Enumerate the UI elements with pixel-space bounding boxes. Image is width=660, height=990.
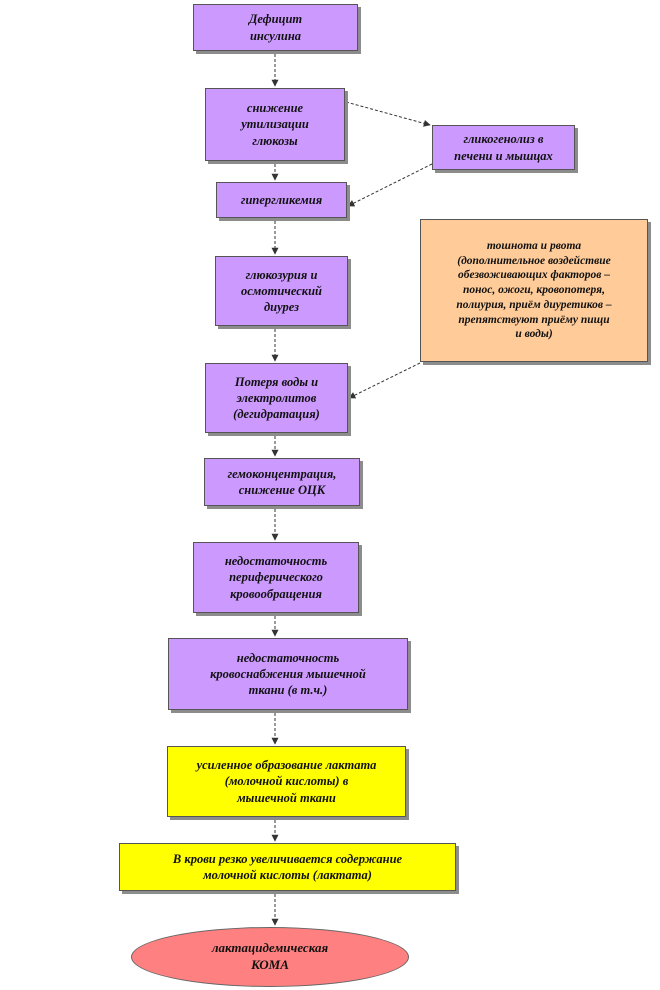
node-water-loss: Потеря воды и электролитов (дегидратация… <box>205 363 348 433</box>
arrow-nausea-to-water-loss <box>348 362 421 399</box>
node-hyperglycemia-label: гипергликемия <box>240 192 323 207</box>
node-glucose-utilization-label: снижение утилизации глюкозы <box>241 101 309 148</box>
arrow-glycogenolysis-to-hyperglycemia <box>347 163 433 207</box>
node-glucose-utilization: снижение утилизации глюкозы <box>205 88 345 161</box>
node-nausea-vomiting-label: тошнота и рвота (дополнительное воздейст… <box>456 239 612 341</box>
node-peripheral-insufficiency-label: недостаточность периферического кровообр… <box>224 554 328 601</box>
node-lactate-formation: усиленное образование лактата (молочной … <box>167 746 406 817</box>
node-lactic-coma-label: лактацидемическая КОМА <box>211 940 329 972</box>
node-muscle-blood-supply: недостаточность кровоснабжения мышечной … <box>168 638 408 710</box>
node-insulin-deficit: Дефицит инсулина <box>193 4 358 51</box>
node-peripheral-insufficiency: недостаточность периферического кровообр… <box>193 542 359 613</box>
node-glucosuria: глюкозурия и осмотический диурез <box>215 256 348 326</box>
node-lactate-formation-label: усиленное образование лактата (молочной … <box>196 758 377 805</box>
node-muscle-blood-supply-label: недостаточность кровоснабжения мышечной … <box>210 650 366 698</box>
node-glycogenolysis-label: гликогенолиз в печени и мышцах <box>454 132 553 163</box>
node-nausea-vomiting: тошнота и рвота (дополнительное воздейст… <box>420 219 648 362</box>
node-hemoconcentration: гемоконцентрация, снижение ОЦК <box>204 458 360 506</box>
arrow-utilization-to-glycogenolysis <box>345 101 431 127</box>
node-hyperglycemia: гипергликемия <box>216 182 347 218</box>
node-hemoconcentration-label: гемоконцентрация, снижение ОЦК <box>227 466 337 497</box>
node-blood-lactate: В крови резко увеличивается содержание м… <box>119 843 456 891</box>
node-lactic-coma: лактацидемическая КОМА <box>131 927 409 987</box>
node-glucosuria-label: глюкозурия и осмотический диурез <box>240 267 323 315</box>
node-blood-lactate-label: В крови резко увеличивается содержание м… <box>172 851 403 882</box>
node-insulin-deficit-label: Дефицит инсулина <box>248 12 303 43</box>
node-water-loss-label: Потеря воды и электролитов (дегидратация… <box>233 374 320 422</box>
node-glycogenolysis: гликогенолиз в печени и мышцах <box>432 125 575 170</box>
